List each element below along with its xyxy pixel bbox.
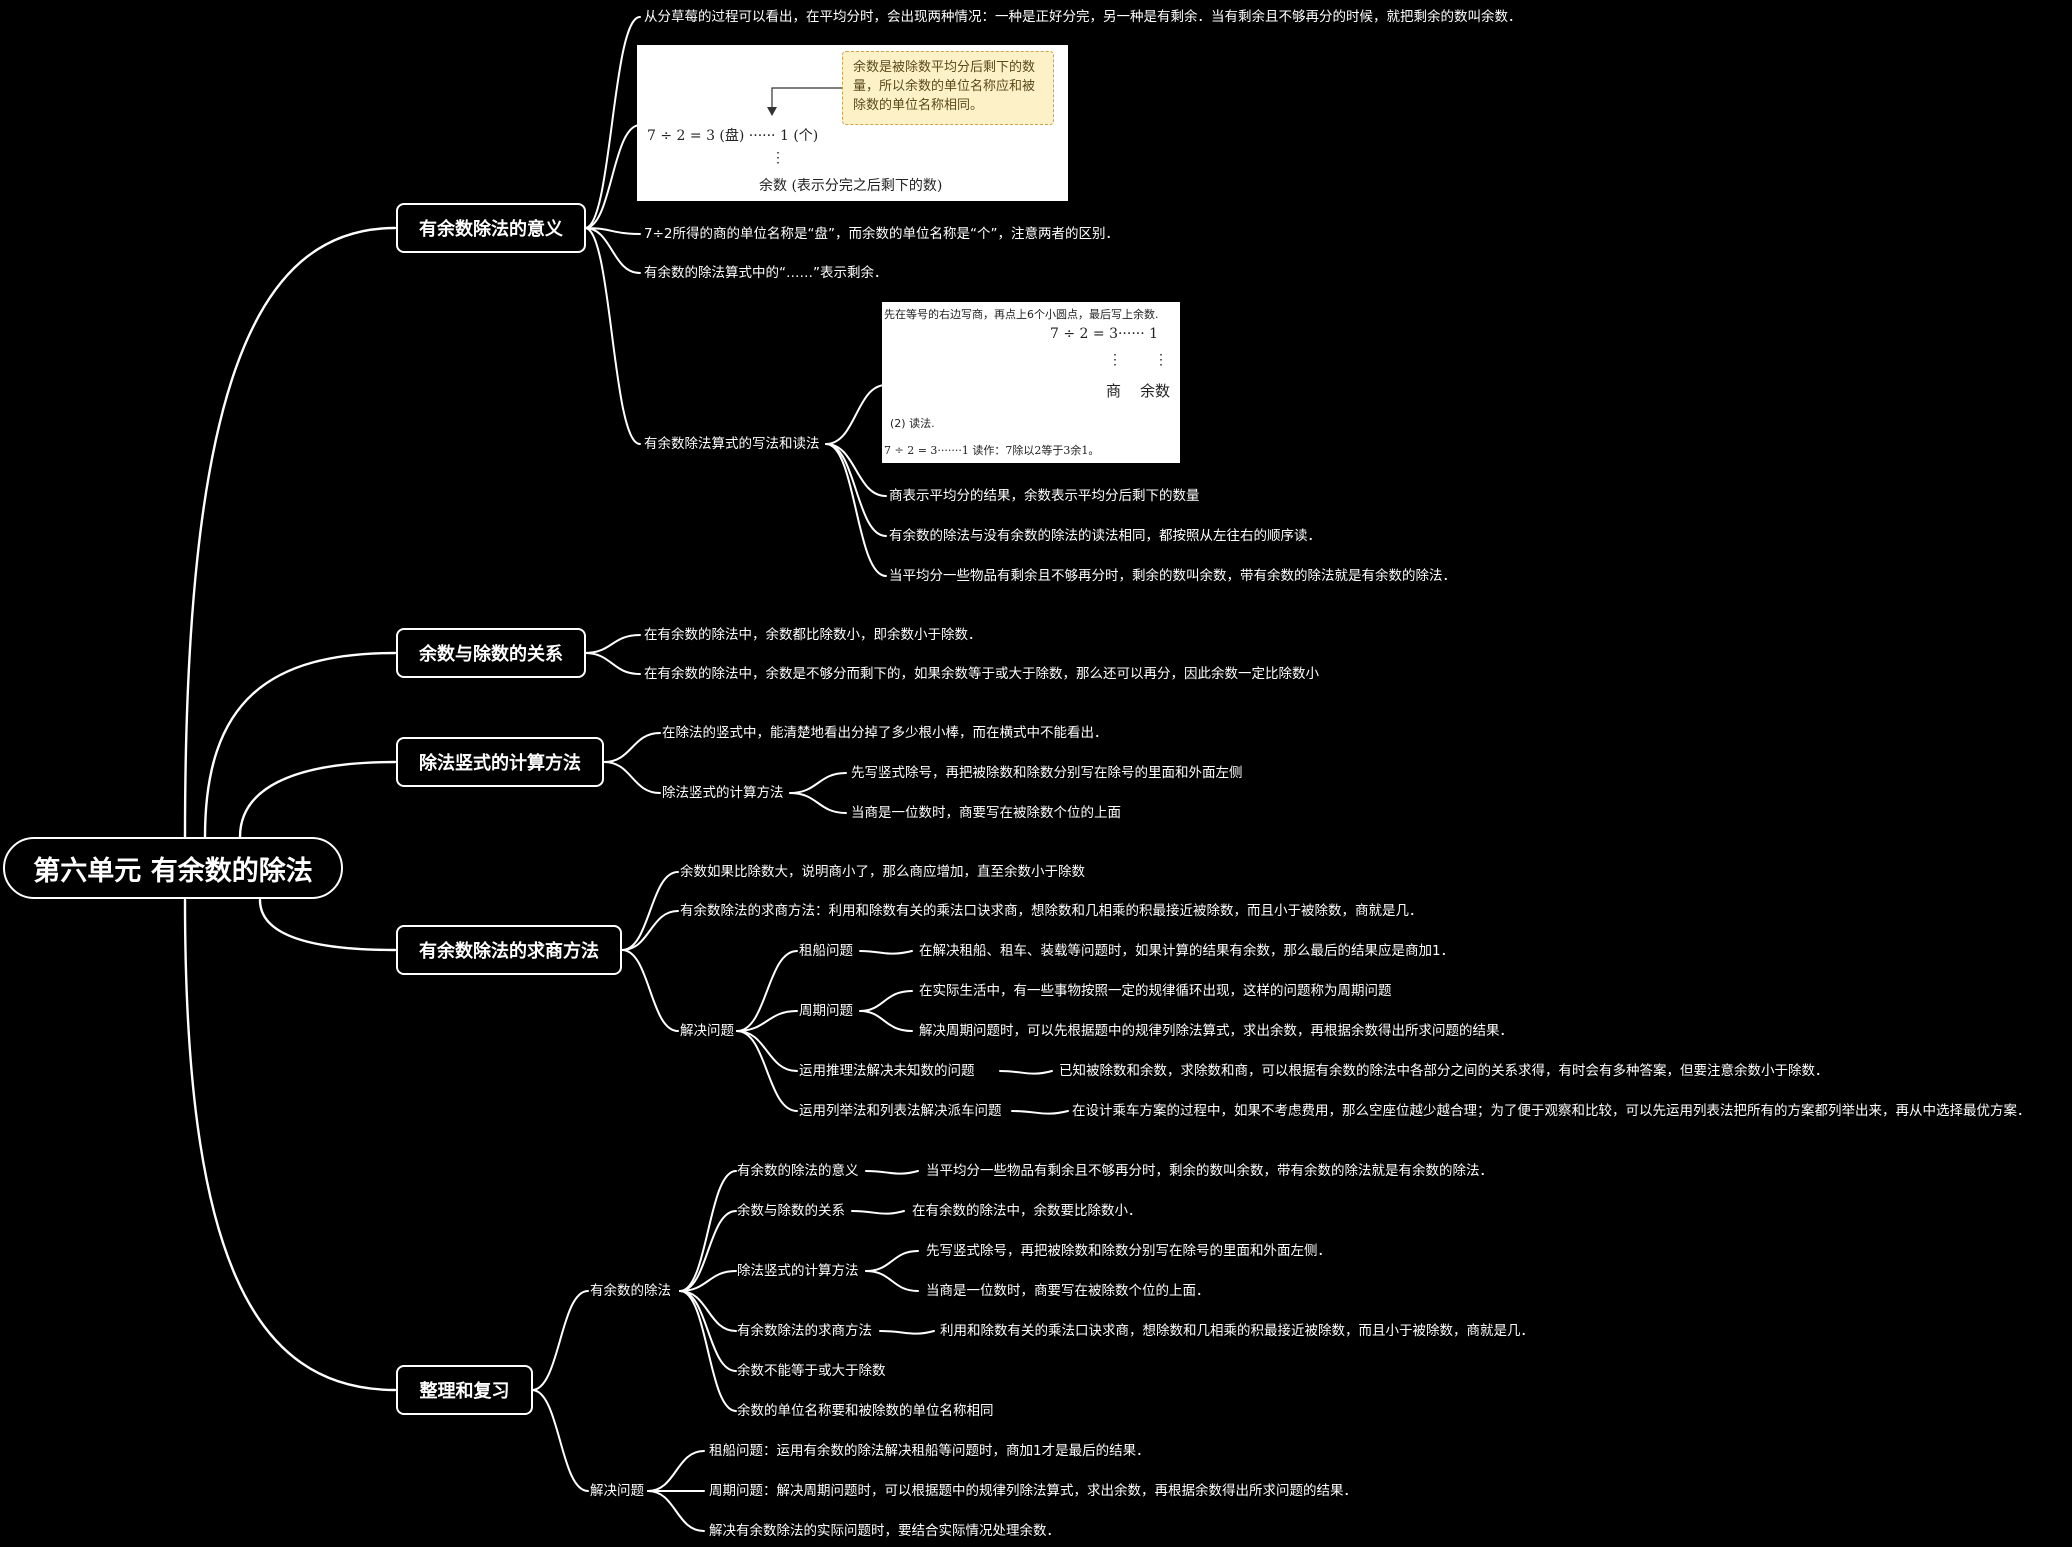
relation-text-2[interactable]: 在有余数的除法中，余数是不够分而剩下的，如果余数等于或大于除数，那么还可以再分，… [644, 666, 1319, 682]
branch-vertical[interactable]: 除法竖式的计算方法 [396, 737, 604, 787]
cycle-problem-text-1[interactable]: 在实际生活中，有一些事物按照一定的规律循环出现，这样的问题称为周期问题 [919, 983, 1392, 999]
write-read-topic[interactable]: 有余数除法算式的写法和读法 [644, 436, 820, 452]
review-solve-1[interactable]: 租船问题：运用有余数的除法解决租船等问题时，商加1才是最后的结果． [709, 1443, 1150, 1459]
review-unit-rule[interactable]: 余数的单位名称要和被除数的单位名称相同 [737, 1403, 994, 1419]
meaning-sub-2[interactable]: 有余数的除法与没有余数的除法的读法相同，都按照从左往右的顺序读． [889, 528, 1321, 544]
root-topic[interactable]: 第六单元 有余数的除法 [3, 837, 343, 899]
writing-instruction: 先在等号的右边写商，再点上6个小圆点，最后写上余数. [884, 308, 1159, 321]
review-quotient-topic[interactable]: 有余数除法的求商方法 [737, 1323, 872, 1339]
listing-topic[interactable]: 运用列举法和列表法解决派车问题 [799, 1103, 1002, 1119]
cycle-problem-text-2[interactable]: 解决周期问题时，可以先根据题中的规律列除法算式，求出余数，再根据余数得出所求问题… [919, 1023, 1513, 1039]
reasoning-text[interactable]: 已知被除数和余数，求除数和商，可以根据有余数的除法中各部分之间的关系求得，有时会… [1059, 1063, 1829, 1079]
division-equation-2: 7 ÷ 2 = 3······ 1 [1050, 326, 1159, 342]
review-vertical-topic[interactable]: 除法竖式的计算方法 [737, 1263, 859, 1279]
remainder-caption: 余数 (表示分完之后剩下的数) [759, 178, 943, 194]
quotient-label: 商 [1106, 382, 1122, 400]
boat-problem-topic[interactable]: 租船问题 [799, 943, 853, 959]
review-meaning-text[interactable]: 当平均分一些物品有剩余且不够再分时，剩余的数叫余数，带有余数的除法就是有余数的除… [926, 1163, 1493, 1179]
branch-review[interactable]: 整理和复习 [396, 1365, 533, 1415]
boat-problem-text[interactable]: 在解决租船、租车、装载等问题时，如果计算的结果有余数，那么最后的结果应是商加1． [919, 943, 1455, 959]
vertical-sub-1[interactable]: 先写竖式除号，再把被除数和除数分别写在除号的里面和外面左侧 [851, 765, 1243, 781]
arrow-icon [767, 87, 842, 116]
review-solve-2[interactable]: 周期问题：解决周期问题时，可以根据题中的规律列除法算式，求出余数，再根据余数得出… [709, 1483, 1357, 1499]
vertical-text-1[interactable]: 在除法的竖式中，能清楚地看出分掉了多少根小棒，而在横式中不能看出． [662, 725, 1108, 741]
review-division-topic[interactable]: 有余数的除法 [590, 1283, 671, 1299]
meaning-sub-1[interactable]: 商表示平均分的结果，余数表示平均分后剩下的数量 [889, 488, 1200, 504]
review-remainder-rule[interactable]: 余数不能等于或大于除数 [737, 1363, 886, 1379]
branch-relation[interactable]: 余数与除数的关系 [396, 628, 586, 678]
meaning-text-3[interactable]: 有余数的除法算式中的“……”表示剩余． [644, 265, 888, 281]
relation-text-1[interactable]: 在有余数的除法中，余数都比除数小，即余数小于除数． [644, 627, 982, 643]
cycle-problem-topic[interactable]: 周期问题 [799, 1003, 853, 1019]
division-equation: 7 ÷ 2 = 3 (盘) ······ 1 (个) [647, 128, 819, 144]
meaning-image-1: 余数是被除数平均分后剩下的数量，所以余数的单位名称应和被除数的单位名称相同。 7… [637, 45, 1068, 201]
quotient-text-1[interactable]: 余数如果比除数大，说明商小了，那么商应增加，直至余数小于除数 [680, 864, 1085, 880]
review-vertical-text-2[interactable]: 当商是一位数时，商要写在被除数个位的上面． [926, 1283, 1210, 1299]
quotient-dots: ⋮ [1108, 352, 1122, 368]
review-solve-topic[interactable]: 解决问题 [590, 1483, 644, 1499]
listing-text[interactable]: 在设计乘车方案的过程中，如果不考虑费用，那么空座位越少越合理；为了便于观察和比较… [1072, 1103, 2031, 1119]
review-relation-topic[interactable]: 余数与除数的关系 [737, 1203, 845, 1219]
meaning-sub-3[interactable]: 当平均分一些物品有剩余且不够再分时，剩余的数叫余数，带有余数的除法就是有余数的除… [889, 568, 1456, 584]
remainder-label: 余数 [1140, 382, 1171, 400]
meaning-image-2: 先在等号的右边写商，再点上6个小圆点，最后写上余数. 7 ÷ 2 = 3····… [882, 302, 1180, 463]
review-quotient-text[interactable]: 利用和除数有关的乘法口诀求商，想除数和几相乘的积最接近被除数，而且小于被除数，商… [940, 1323, 1534, 1339]
review-solve-3[interactable]: 解决有余数除法的实际问题时，要结合实际情况处理余数． [709, 1523, 1060, 1539]
vertical-dots: ⋮ [771, 150, 785, 166]
meaning-text-2[interactable]: 7÷2所得的商的单位名称是“盘”，而余数的单位名称是“个”，注意两者的区别． [644, 226, 1119, 242]
review-vertical-text-1[interactable]: 先写竖式除号，再把被除数和除数分别写在除号的里面和外面左侧． [926, 1243, 1331, 1259]
vertical-method-topic[interactable]: 除法竖式的计算方法 [662, 785, 784, 801]
branch-meaning[interactable]: 有余数除法的意义 [396, 203, 586, 253]
branch-quotient[interactable]: 有余数除法的求商方法 [396, 925, 622, 975]
review-meaning-topic[interactable]: 有余数的除法的意义 [737, 1163, 859, 1179]
quotient-text-2[interactable]: 有余数除法的求商方法：利用和除数有关的乘法口诀求商，想除数和几相乘的积最接近被除… [680, 903, 1423, 919]
vertical-sub-2[interactable]: 当商是一位数时，商要写在被除数个位的上面 [851, 805, 1121, 821]
solve-problems-topic[interactable]: 解决问题 [680, 1023, 734, 1039]
reading-heading: (2) 读法. [890, 417, 935, 430]
reading-example: 7 ÷ 2 = 3·······1 读作：7除以2等于3余1。 [884, 444, 1100, 457]
remainder-dots: ⋮ [1154, 352, 1168, 368]
review-relation-text[interactable]: 在有余数的除法中，余数要比除数小． [912, 1203, 1142, 1219]
reasoning-topic[interactable]: 运用推理法解决未知数的问题 [799, 1063, 975, 1079]
remainder-note: 余数是被除数平均分后剩下的数量，所以余数的单位名称应和被除数的单位名称相同。 [842, 51, 1054, 125]
meaning-text-1[interactable]: 从分草莓的过程可以看出，在平均分时，会出现两种情况：一种是正好分完，另一种是有剩… [644, 9, 1522, 25]
